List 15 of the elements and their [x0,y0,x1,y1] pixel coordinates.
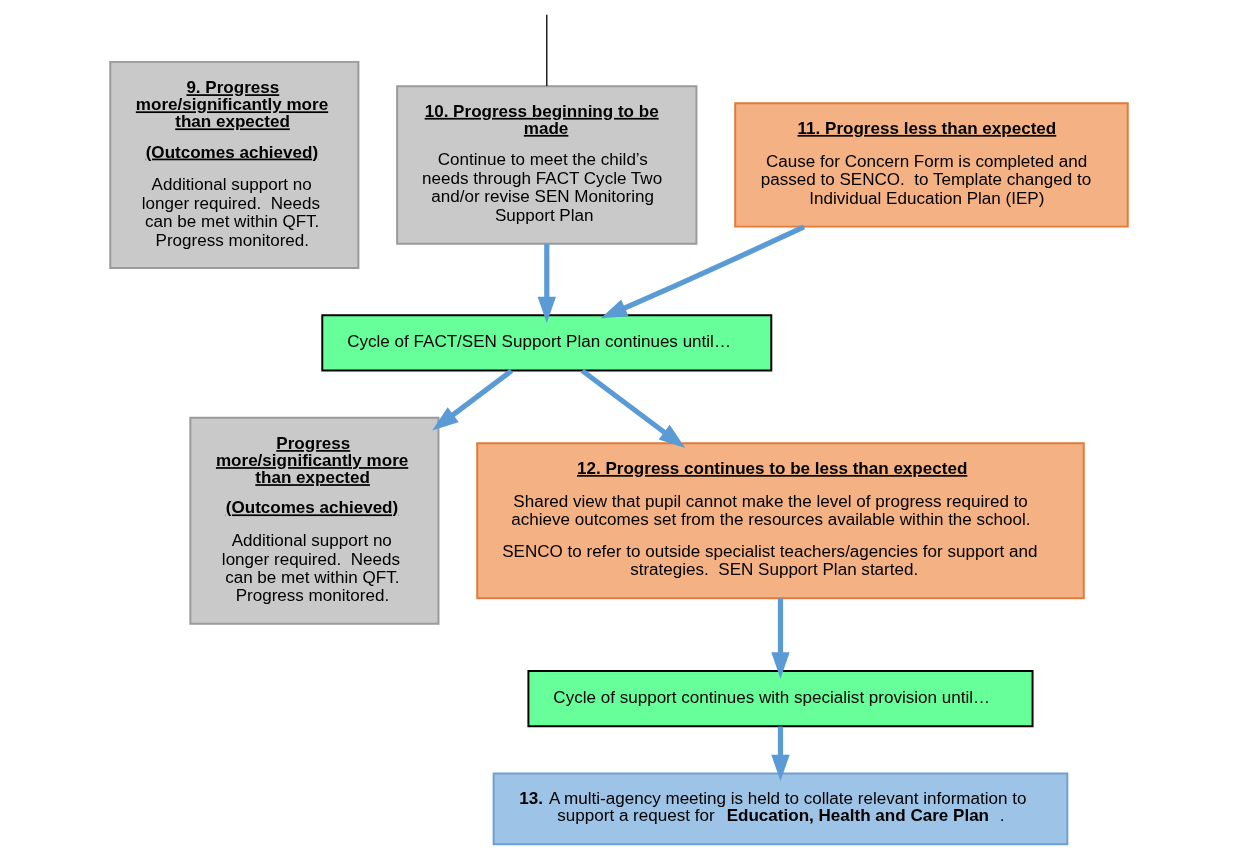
arrow [770,726,790,782]
node-box: Cycle of FACT/SEN Support Plan continues until… [320,314,772,372]
node-box: 13. A multi-agency meeting is held to collate relevant information to support a request for Education, Health and Care Plan. [492,772,1068,846]
arrow [600,224,805,319]
node-box: Cycle of support continues with specialist provision until… [526,670,1034,728]
node-box: 11. Progress less than expected Cause for Concern Form is completed and passed to SENCO. to Template changed to Individual Education Plan (IEP) [733,102,1129,228]
arrow [431,368,513,431]
arrow [537,244,556,323]
node-box: 12. Progress continues to be less than expected Shared view that pupil cannot make the level of progress required to achieve outcomes set from the resources available within the school. SENCO to refer to outside specialist teachers/agencies for support and strategies. SEN Support Plan started. [475,442,1085,600]
node-box: 9. Progress more/significantly more than expected (Outcomes achieved) Additional support no longer required. Needs can be met within QFT. Progress monitored. [108,60,359,269]
connector [545,14,547,87]
arrow [580,368,685,448]
arrow [770,598,790,679]
node-box: 10. Progress beginning to be made Continue to meet the child’s needs through FACT Cycle Two and/or revise SEN Monitoring Support Plan [395,85,697,245]
node-box: Progress more/significantly more than expected (Outcomes achieved) Additional support no longer required. Needs can be met within QFT. Progress monitored. [188,416,439,625]
